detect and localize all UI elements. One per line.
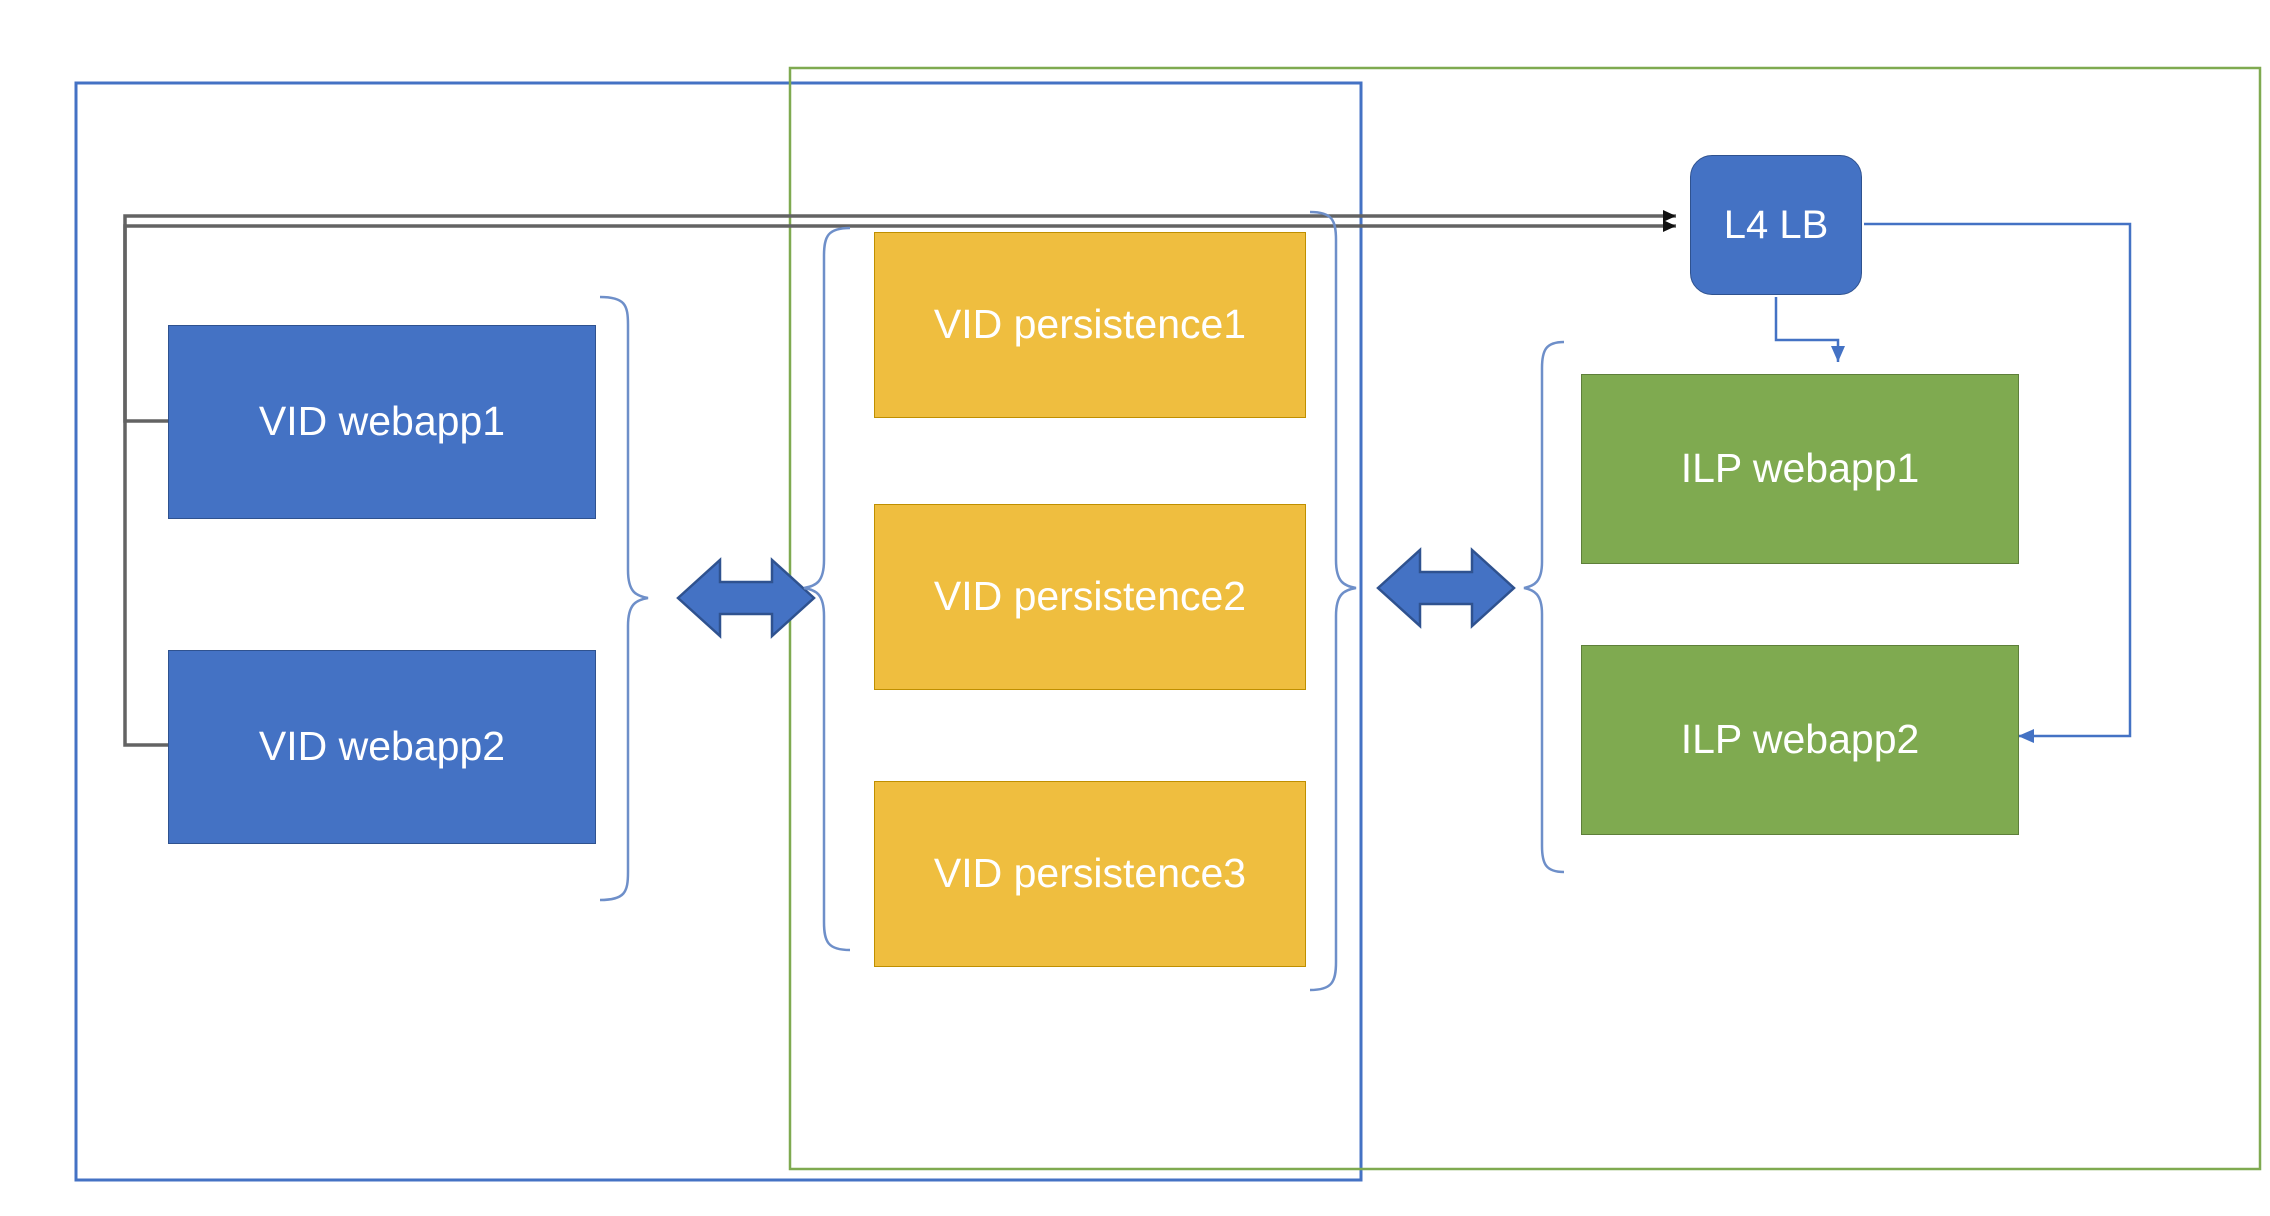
node-ilp-webapp2-label: ILP webapp2 bbox=[1680, 716, 1920, 763]
node-vid-persistence1-label: VID persistence1 bbox=[933, 301, 1247, 348]
node-vid-webapp1[interactable]: VID webapp1 bbox=[168, 325, 596, 519]
arrow-persistence-ilp bbox=[1376, 547, 1516, 629]
connector-l4lb-to-ilp-webapp2 bbox=[1864, 222, 2132, 743]
node-ilp-webapp1[interactable]: ILP webapp1 bbox=[1581, 374, 2019, 564]
node-ilp-webapp2[interactable]: ILP webapp2 bbox=[1581, 645, 2019, 835]
vid-zone-boundary bbox=[74, 81, 1363, 1182]
node-vid-persistence2[interactable]: VID persistence2 bbox=[874, 504, 1306, 690]
connector-l4lb-to-ilp-webapp1 bbox=[1774, 297, 1845, 362]
arrow-webapp-persistence bbox=[676, 557, 816, 639]
brace-vid-persistence-right bbox=[1309, 210, 1357, 992]
brace-vid-webapps bbox=[599, 295, 649, 902]
node-vid-webapp2[interactable]: VID webapp2 bbox=[168, 650, 596, 844]
node-vid-persistence2-label: VID persistence2 bbox=[933, 573, 1247, 620]
node-vid-webapp1-label: VID webapp1 bbox=[258, 398, 506, 445]
node-ilp-webapp1-label: ILP webapp1 bbox=[1680, 445, 1920, 492]
brace-ilp-webapps bbox=[1523, 340, 1565, 874]
brace-vid-persistence-left bbox=[803, 226, 851, 952]
node-vid-persistence3[interactable]: VID persistence3 bbox=[874, 781, 1306, 967]
node-vid-webapp2-label: VID webapp2 bbox=[258, 723, 506, 770]
node-vid-persistence1[interactable]: VID persistence1 bbox=[874, 232, 1306, 418]
connector-vid-webapp2-to-l4lb bbox=[123, 220, 1676, 747]
node-vid-persistence3-label: VID persistence3 bbox=[933, 850, 1247, 897]
node-l4-lb-label: L4 LB bbox=[1723, 203, 1829, 247]
node-l4-lb[interactable]: L4 LB bbox=[1690, 155, 1862, 295]
